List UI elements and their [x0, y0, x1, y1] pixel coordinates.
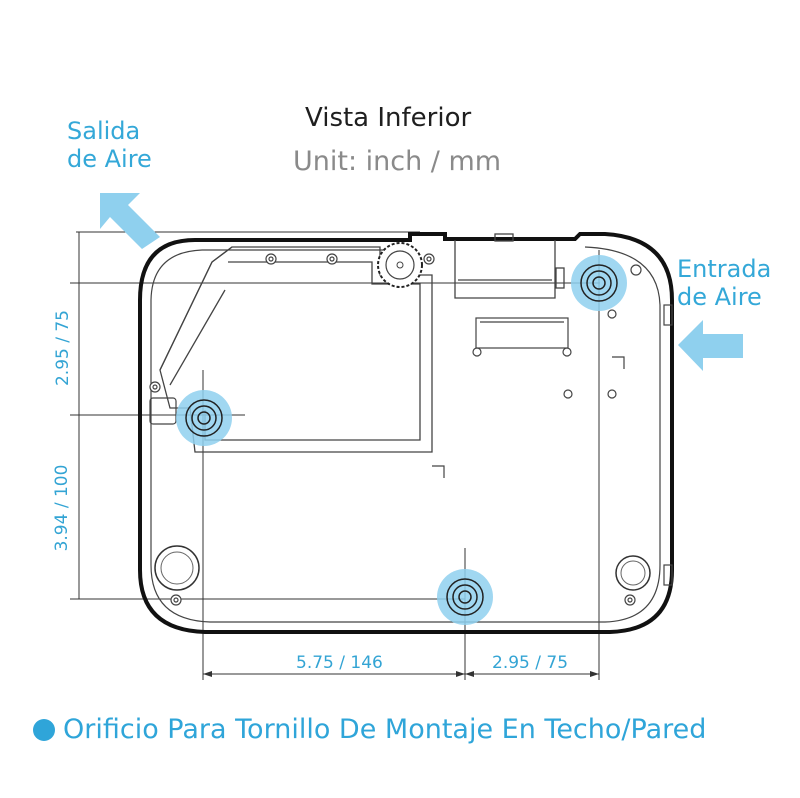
dim-bottom-right: 2.95 / 75 — [492, 653, 569, 673]
top-panels — [454, 233, 565, 299]
air-outlet-label: Salida de Aire — [67, 117, 152, 173]
dimension-lines — [70, 231, 600, 680]
corner-marks — [432, 356, 625, 478]
air-inlet-line1: Entrada — [677, 255, 772, 283]
dim-bottom-left: 5.75 / 146 — [296, 653, 383, 673]
air-inlet-arrow-icon — [678, 320, 743, 371]
mounting-holes — [176, 255, 627, 625]
dim-left-bottom: 3.94 / 100 — [52, 464, 72, 552]
legend-text: Orificio Para Tornillo De Montaje En Tec… — [63, 714, 707, 745]
mounting-hole-left — [176, 390, 232, 446]
air-inlet-line2: de Aire — [677, 283, 762, 311]
dimension-arrowheads — [203, 671, 599, 677]
unit-label: Unit: inch / mm — [293, 146, 502, 177]
airflow-arrows — [100, 193, 743, 371]
side-notches — [149, 304, 673, 586]
rubber-feet — [154, 545, 651, 591]
focus-gear — [377, 242, 423, 288]
legend: Orificio Para Tornillo De Montaje En Tec… — [33, 714, 706, 745]
legend-dot-icon — [33, 718, 55, 741]
vent-slot — [475, 317, 569, 349]
air-outlet-arrow-icon — [100, 193, 160, 249]
dim-left-top: 2.95 / 75 — [53, 309, 73, 387]
air-inlet-label: Entrada de Aire — [677, 255, 771, 311]
air-outlet-line1: Salida — [67, 117, 141, 145]
screws — [149, 253, 642, 606]
projector-outline — [138, 232, 674, 634]
air-outlet-line2: de Aire — [67, 145, 152, 173]
mounting-hole-bottom — [437, 569, 493, 625]
mounting-hole-top-right — [571, 255, 627, 311]
inner-outline — [150, 246, 661, 623]
page-title: Vista Inferior — [305, 103, 472, 133]
